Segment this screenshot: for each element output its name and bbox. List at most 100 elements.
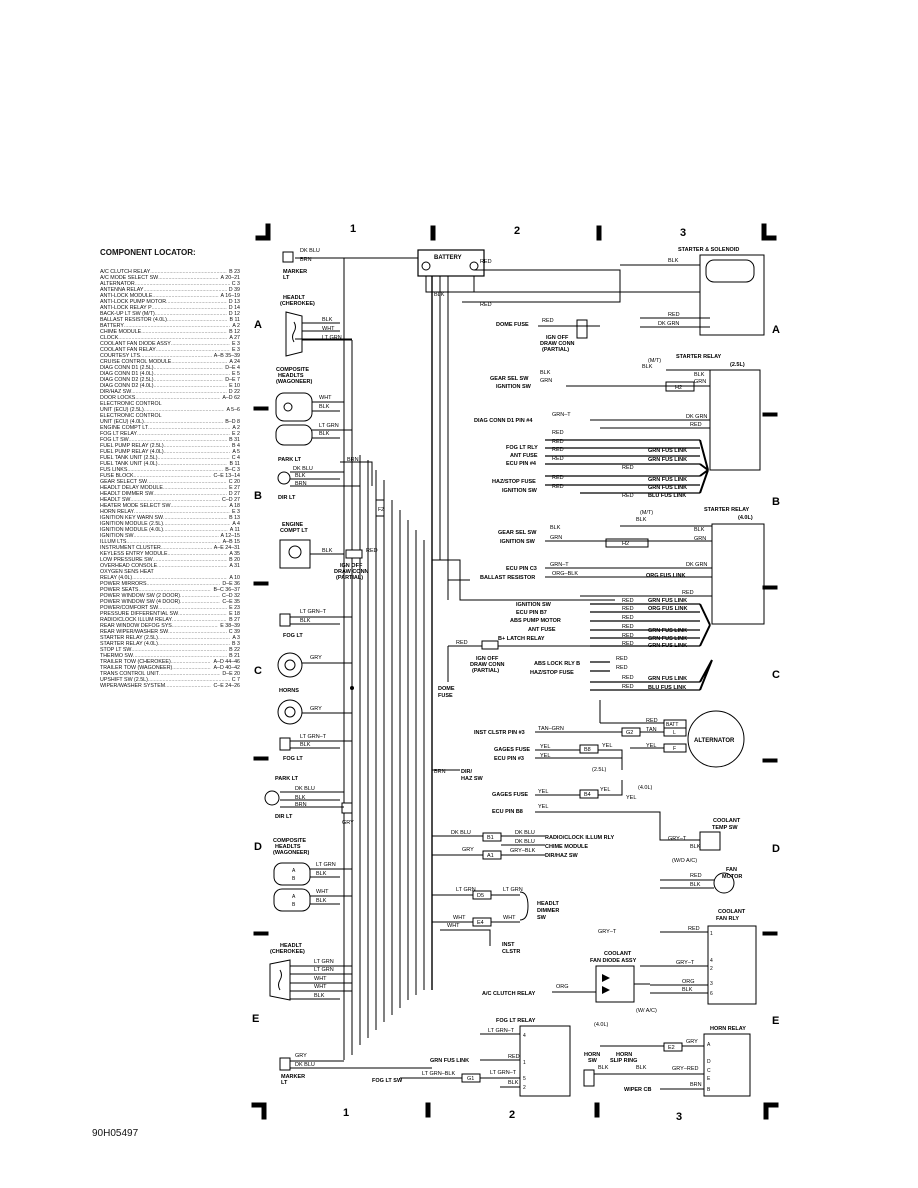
col-label-bot-3: 3 bbox=[676, 1111, 682, 1123]
locator-component-name: BATTERY bbox=[100, 323, 124, 329]
locator-component-name: HEADLT DIMMER SW bbox=[100, 491, 154, 497]
diagram-label: RED bbox=[552, 475, 564, 481]
diagram-label: WIPER CB bbox=[624, 1087, 652, 1093]
row-sep-left-2 bbox=[253, 581, 269, 586]
locator-grid-ref: C 7 bbox=[231, 677, 240, 683]
diagram-label: ALTERNATOR bbox=[694, 738, 735, 744]
diagram-label: BRN bbox=[295, 481, 307, 487]
diagram-label: (M/T) bbox=[648, 358, 661, 364]
wire-label: DK BLU bbox=[300, 248, 320, 254]
diagram-label: WHT bbox=[316, 889, 329, 895]
locator-row: IGNITION SWA 12–15 bbox=[100, 533, 240, 539]
corner-mark-tr-h bbox=[761, 235, 777, 241]
diagram-label: LT GRN bbox=[319, 423, 339, 429]
diagram-label: ANT FUSE bbox=[510, 453, 538, 459]
diagram-label: FAN RLY bbox=[716, 916, 739, 922]
diagram-label: (W/ A/C) bbox=[636, 1008, 657, 1014]
locator-grid-ref: A 12–15 bbox=[220, 533, 240, 539]
diagram-label: BLU FUS LINK bbox=[648, 493, 686, 499]
diagram-label: FOG LT RLY bbox=[506, 445, 538, 451]
locator-component-name: OXYGEN SENS HEAT bbox=[100, 569, 154, 575]
diagram-label: GRN FUS LINK bbox=[648, 676, 687, 682]
diagram-label: GRN FUS LINK bbox=[648, 628, 687, 634]
diagram-label: RADIO/CLOCK ILLUM RLY bbox=[545, 835, 614, 841]
diagram-label: F bbox=[673, 746, 676, 752]
locator-component-name: UNIT (ECU) (4.0L) bbox=[100, 419, 144, 425]
diagram-label: 6 bbox=[710, 991, 713, 997]
frame-markers bbox=[251, 223, 779, 1120]
diagram-label: STARTER RELAY bbox=[676, 354, 722, 360]
diagram-label: WHT bbox=[453, 915, 466, 921]
diagram-label: BLK bbox=[300, 618, 311, 624]
diagram-code: 90H05497 bbox=[92, 1128, 139, 1139]
diagram-label: RED bbox=[622, 606, 634, 612]
diagram-label: ECU PIN C3 bbox=[506, 566, 537, 572]
diagram-label: DIR/HAZ SW bbox=[545, 853, 579, 859]
diagram-label: FOG LT bbox=[283, 633, 303, 639]
locator-grid-ref: B 20 bbox=[229, 557, 240, 563]
diagram-label: ECU PIN B7 bbox=[516, 610, 547, 616]
row-label-right-B: B bbox=[772, 496, 780, 508]
locator-component-name: POWER WINDOW SW (4 DOOR) bbox=[100, 599, 181, 605]
diagram-label: DRAW CONN bbox=[540, 341, 575, 347]
diagram-label: 1 bbox=[523, 1060, 526, 1066]
diagram-label: GRN–T bbox=[550, 562, 569, 568]
diagram-label: DIR/ bbox=[461, 769, 472, 775]
locator-row: UPSHIFT SW (2.5L)C 7 bbox=[100, 677, 240, 683]
locator-grid-ref: D 39 bbox=[228, 287, 240, 293]
locator-row: BALLAST RESISTOR (4.0L)B 11 bbox=[100, 317, 240, 323]
diagram-label: RED bbox=[646, 718, 658, 724]
locator-row: ELECTRONIC CONTROL bbox=[100, 413, 240, 419]
starter-relay-40: STARTER RELAY (4.0L) (M/T) BLK BLK GRN D… bbox=[545, 507, 765, 625]
locator-grid-ref: D–E 4 bbox=[225, 365, 240, 371]
diagram-label: G1 bbox=[467, 1076, 474, 1082]
locator-grid-ref: E 5 bbox=[232, 371, 240, 377]
diagram-label: IGN OFF bbox=[340, 563, 363, 569]
diagram-label: 4 bbox=[710, 958, 713, 964]
locator-component-name: CLOCK bbox=[100, 335, 119, 341]
diagram-label: PARK LT bbox=[275, 776, 299, 782]
diagram-label: BRN bbox=[690, 1082, 702, 1088]
locator-component-name: REAR WIPER/WASHER SW bbox=[100, 629, 169, 635]
diagram-label: HORN bbox=[584, 1052, 600, 1058]
locator-component-name: FOG LT RELAY bbox=[100, 431, 138, 437]
locator-component-name: FUSE BLOCK bbox=[100, 473, 134, 479]
diagram-label: IGNITION SW bbox=[516, 602, 552, 608]
locator-grid-ref: A 5 bbox=[232, 449, 240, 455]
locator-grid-ref: D–E 7 bbox=[225, 377, 240, 383]
dome-fuse-top: DOME FUSE RED IGN OFF DRAW CONN (PARTIAL… bbox=[496, 318, 600, 353]
diagram-label: ENGINE bbox=[282, 522, 303, 528]
diagram-label: ORG FUS LINK bbox=[646, 573, 685, 579]
diagram-label: BLK bbox=[295, 473, 306, 479]
locator-row: POWER WINDOW SW (4 DOOR)C–E 35 bbox=[100, 599, 240, 605]
row-label-left-B: B bbox=[254, 490, 262, 502]
diagram-label: BLK bbox=[642, 364, 653, 370]
locator-component-name: ENGINE COMPT LT bbox=[100, 425, 149, 431]
composite-headlts-top: COMPOSITE HEADLTS (WAGONEER) WHT BLK LT … bbox=[275, 367, 352, 446]
diagram-label: HEADLTS bbox=[278, 373, 304, 379]
locator-component-name: COOLANT FAN DIODE ASSY bbox=[100, 341, 171, 347]
diagram-label: HORNS bbox=[279, 688, 299, 694]
row-sep-right-2 bbox=[762, 585, 778, 590]
locator-component-name: A/C CLUTCH RELAY bbox=[100, 269, 151, 275]
diagram-label: RED bbox=[552, 430, 564, 436]
diagram-label: H2 bbox=[622, 541, 629, 547]
marker-lt-bottom: GRY DK BLU MARKER LT bbox=[279, 1053, 432, 1086]
locator-grid-ref: C–E 13–14 bbox=[213, 473, 240, 479]
fog-lt-relay: FOG LT RELAY LT GRN–T RED GRN FUS LINK L… bbox=[372, 1018, 571, 1097]
diagram-label: GRY bbox=[342, 820, 354, 826]
locator-component-name: CHIME MODULE bbox=[100, 329, 142, 335]
diagram-label: RED bbox=[622, 675, 634, 681]
diagram-label: DRAW CONN bbox=[334, 569, 369, 575]
park-dir-lt-top: PARK LT DK BLU BLK BRN BRN DIR LT F2 bbox=[277, 457, 385, 517]
locator-row: HEADLT DIMMER SWD 27 bbox=[100, 491, 240, 497]
locator-component-name: STOP LT SW bbox=[100, 647, 132, 653]
locator-grid-ref: C–E 24–26 bbox=[213, 683, 240, 689]
diagram-label: RED bbox=[622, 641, 634, 647]
locator-component-name: POWER WINDOW SW (2 DOOR) bbox=[100, 593, 181, 599]
locator-component-name: TRANS CONTROL UNIT bbox=[100, 671, 159, 677]
diagram-label: RED bbox=[622, 624, 634, 630]
locator-component-name: FUS LINKS bbox=[100, 467, 128, 473]
diagram-label: GRY bbox=[310, 706, 322, 712]
locator-grid-ref: A–B 35–39 bbox=[213, 353, 240, 359]
